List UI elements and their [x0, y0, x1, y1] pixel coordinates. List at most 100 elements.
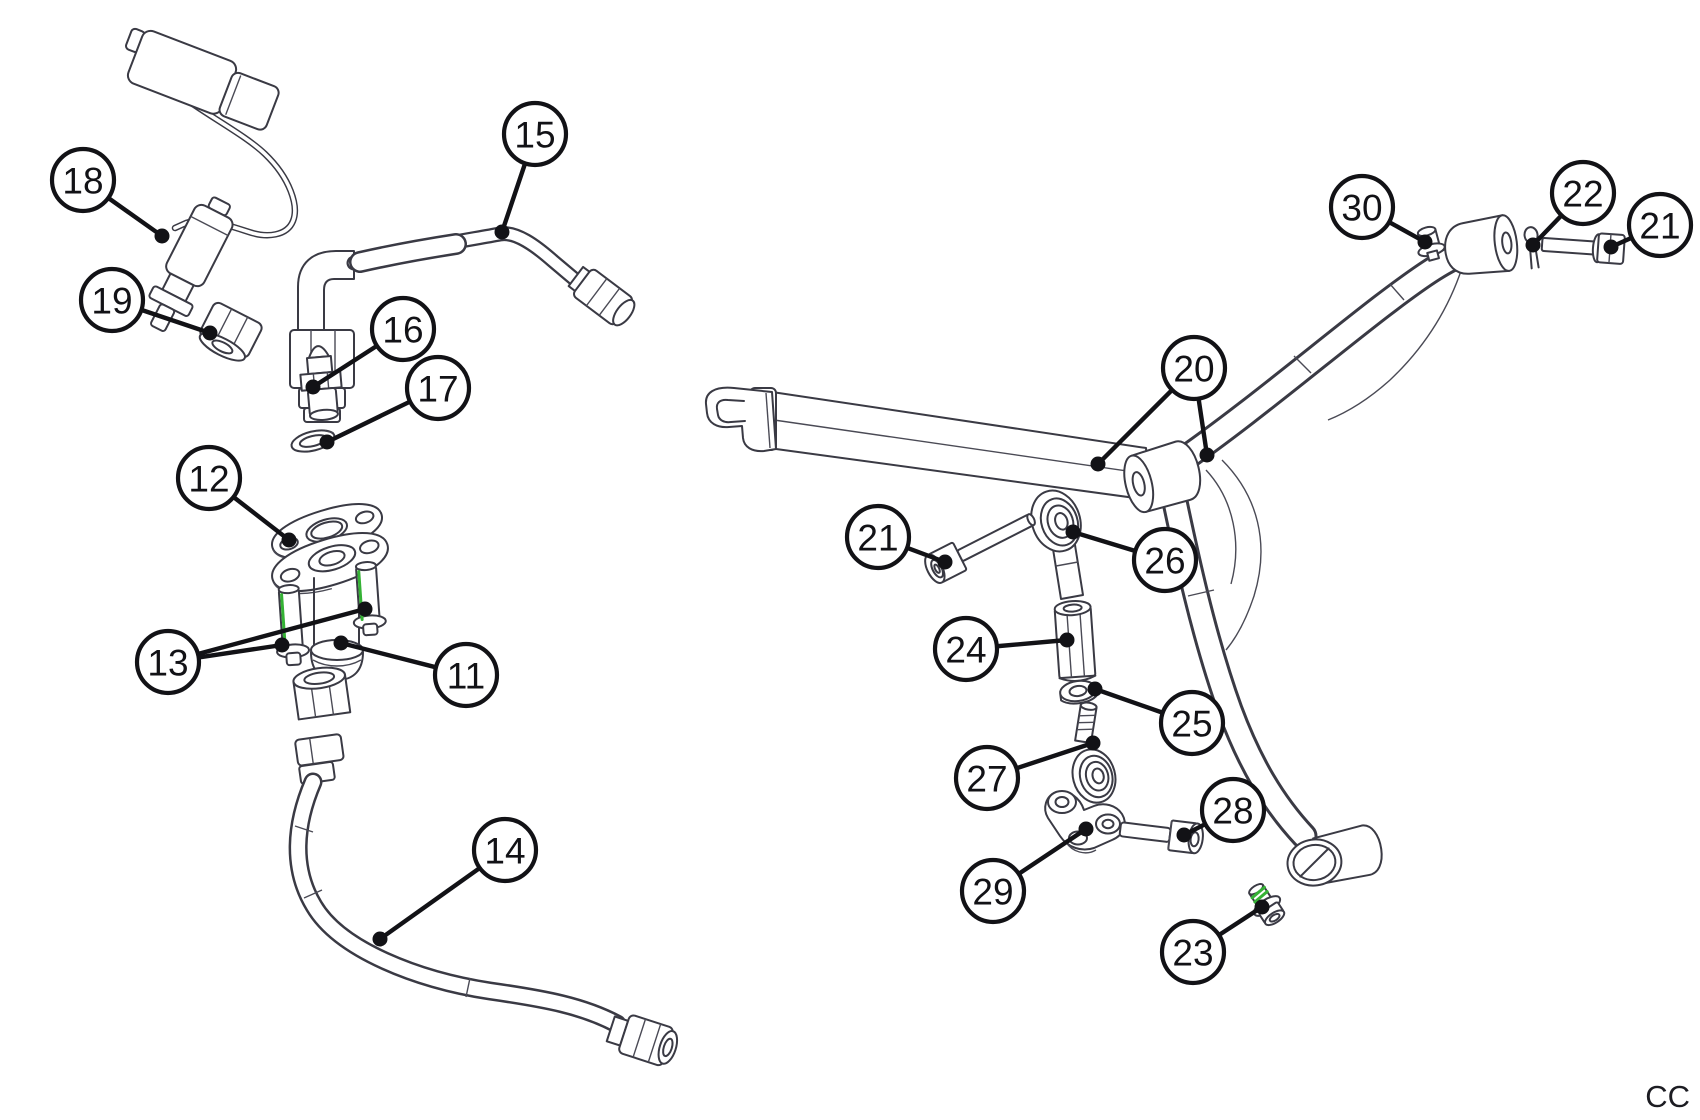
leader-line-26 [1070, 529, 1138, 554]
leader-line-15 [499, 161, 528, 235]
callout-number-25: 25 [1171, 703, 1212, 744]
callout-19: 19 [78, 266, 218, 341]
callout-bubble-15 [501, 100, 569, 168]
leader-dot-28 [1176, 827, 1192, 843]
leader-dot-16 [305, 379, 321, 395]
pipe-end-nut [567, 265, 636, 327]
oil-return-hose [288, 666, 679, 1067]
drain-flange [271, 532, 389, 595]
leader-dot-11 [333, 635, 349, 651]
leader-dot-29 [1078, 821, 1094, 837]
leader-dot-14 [372, 931, 388, 947]
leader-line-27 [1014, 740, 1096, 771]
leader-line-20 [1095, 387, 1175, 467]
callout-number-13: 13 [147, 642, 188, 683]
leader-dot-20 [1090, 456, 1106, 472]
callout-15: 15 [494, 100, 569, 240]
rod-fork-end [704, 386, 777, 453]
callout-number-17: 17 [417, 368, 458, 409]
callout-21-upper: 21 [1603, 191, 1694, 259]
callout-bubble-16 [369, 295, 437, 363]
callout-number-12: 12 [188, 458, 229, 499]
corner-label: CC [1645, 1079, 1690, 1114]
callout-bubble-17 [404, 354, 472, 422]
leader-line-12 [231, 494, 292, 543]
callout-bubble-22 [1549, 159, 1617, 227]
callout-bubble-19 [78, 266, 146, 334]
callout-bubble-25 [1158, 689, 1226, 757]
leader-line-13 [196, 642, 285, 660]
callout-21-lower: 21 [844, 503, 953, 571]
leader-line-24 [994, 637, 1070, 649]
leader-line-11 [338, 640, 439, 670]
callout-bubble-26 [1131, 526, 1199, 594]
callout-29: 29 [959, 821, 1094, 925]
callout-bubble-12 [175, 444, 243, 512]
leader-line-16 [310, 343, 380, 390]
callout-bubble-18 [49, 146, 117, 214]
temperature-sensor [148, 196, 234, 332]
leader-line-20 [1196, 396, 1210, 458]
leader-line-25 [1092, 686, 1165, 715]
leader-dot-18 [154, 228, 170, 244]
leader-line-29 [1016, 826, 1089, 877]
callout-number-16: 16 [382, 309, 423, 350]
callout-number-18: 18 [62, 160, 103, 201]
callout-bubble-24 [932, 615, 1000, 683]
lower-foot-boss [1286, 824, 1383, 887]
callout-12: 12 [175, 444, 297, 548]
leader-dot-30 [1417, 234, 1433, 250]
shift-rod [704, 386, 1202, 514]
callout-number-24: 24 [945, 629, 986, 670]
callout-bubble-27 [953, 744, 1021, 812]
oil-feed-pipe [346, 226, 636, 327]
leader-line-14 [377, 865, 482, 942]
callout-number-28: 28 [1212, 790, 1253, 831]
callout-number-23: 23 [1172, 932, 1213, 973]
callout-26: 26 [1065, 524, 1199, 594]
callout-number-15: 15 [514, 114, 555, 155]
callout-bubble-21-lower [844, 503, 912, 571]
callout-bubble-30 [1328, 173, 1396, 241]
rod-pivot-boss [1123, 440, 1202, 514]
callout-number-29: 29 [972, 871, 1013, 912]
callout-bubble-28 [1199, 776, 1267, 844]
leader-dot-12 [281, 532, 297, 548]
leader-line-13 [195, 606, 368, 657]
callout-bubble-23 [1159, 918, 1227, 986]
callout-number-20: 20 [1173, 348, 1214, 389]
leader-dot-21-upper [1603, 239, 1619, 255]
leader-line-23 [1216, 904, 1265, 938]
callout-number-11: 11 [447, 655, 485, 696]
callout-25: 25 [1087, 681, 1226, 757]
pivot-socket-bolt [924, 513, 1036, 584]
callout-bubble-13 [134, 628, 202, 696]
leader-dot-13 [357, 601, 373, 617]
callout-number-14: 14 [484, 830, 525, 871]
drain-flange-neck [310, 573, 364, 681]
callout-bubble-14 [471, 816, 539, 884]
hex-bolt [1540, 232, 1626, 265]
upper-pivot-boss [1444, 214, 1519, 275]
leader-dot-19 [202, 325, 218, 341]
hose-end-fitting [605, 1014, 679, 1067]
callout-24: 24 [932, 615, 1075, 683]
callout-17: 17 [319, 354, 472, 450]
leader-dot-13 [274, 637, 290, 653]
rod-end-upper [1030, 489, 1084, 600]
leader-dot-20 [1199, 447, 1215, 463]
leader-dot-24 [1059, 632, 1075, 648]
callout-16: 16 [305, 295, 437, 395]
callout-number-19: 19 [91, 280, 132, 321]
callout-28: 28 [1176, 776, 1267, 844]
callout-bubble-29 [959, 857, 1027, 925]
callout-number-22: 22 [1562, 173, 1603, 214]
callout-bubble-11 [432, 641, 500, 709]
callout-bubble-20 [1160, 334, 1228, 402]
callout-11: 11 [333, 635, 500, 709]
callout-bubble-21-upper [1626, 191, 1694, 259]
lock-washer [1059, 679, 1098, 705]
leader-dot-25 [1087, 681, 1103, 697]
